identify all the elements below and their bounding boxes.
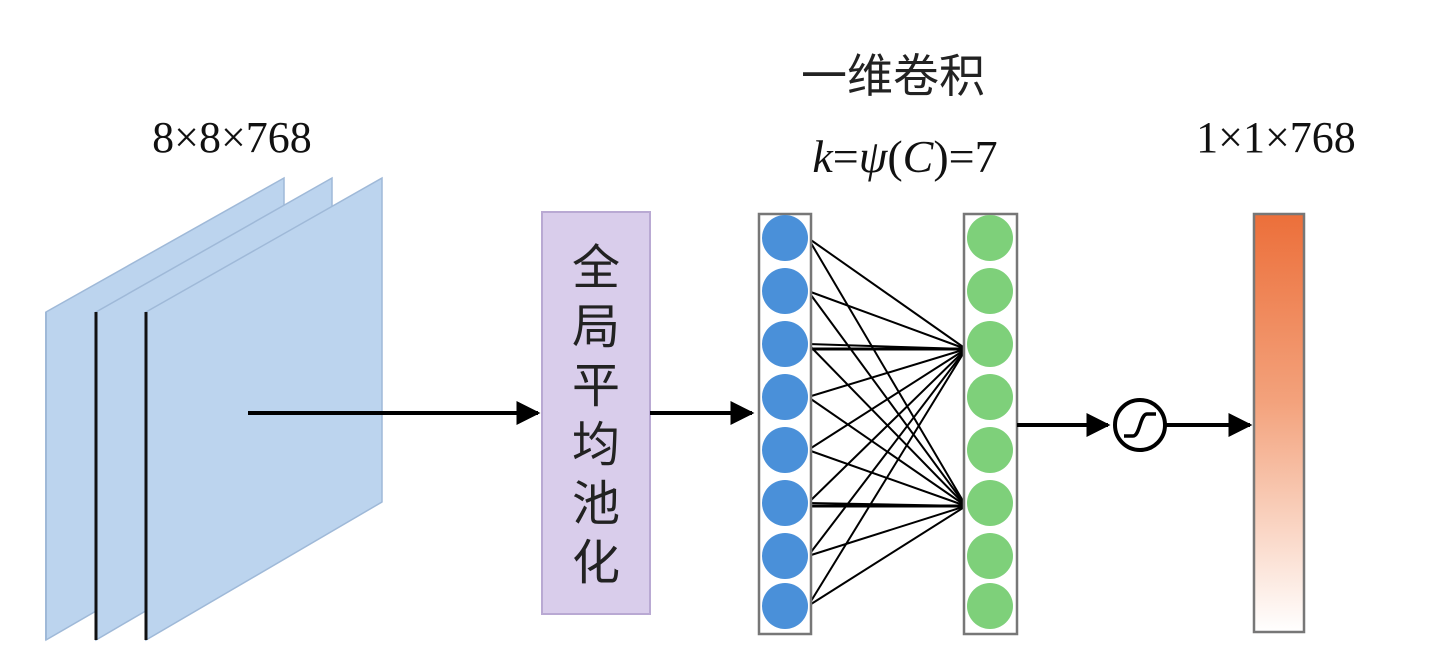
conv-connection-line — [807, 505, 967, 607]
output-neuron — [967, 374, 1013, 420]
gap-block: 全 局 平 均 池 化 — [541, 211, 651, 615]
formula-psi: ψ — [859, 131, 889, 182]
input-neuron — [762, 374, 808, 420]
output-neuron-column — [962, 212, 1019, 636]
conv-connection-line — [807, 237, 967, 350]
output-neuron — [967, 215, 1013, 261]
output-neuron — [967, 268, 1013, 314]
conv-connections — [807, 237, 967, 607]
conv-connection-line — [807, 505, 967, 557]
formula-paren: ( — [887, 131, 902, 182]
gap-char-6: 化 — [572, 535, 620, 591]
conv-connection-line — [807, 348, 967, 607]
input-neuron — [762, 533, 808, 579]
kernel-formula: k=ψ(C)=7 — [812, 131, 997, 182]
gap-char-5: 池 — [572, 476, 620, 532]
input-neuron — [762, 480, 808, 526]
conv-connection-line — [807, 348, 967, 451]
conv-connection-line — [807, 348, 967, 398]
sigmoid-icon — [1113, 398, 1167, 452]
formula-result: )=7 — [933, 131, 997, 182]
gap-char-4: 均 — [572, 417, 620, 473]
conv-title: 一维卷积 — [801, 49, 985, 103]
formula-c: C — [903, 131, 935, 182]
formula-eq: = — [833, 131, 859, 182]
input-neuron — [762, 583, 808, 629]
input-neuron — [762, 427, 808, 473]
feature-map-stack — [45, 176, 383, 642]
formula-k: k — [812, 131, 834, 182]
output-neuron — [967, 321, 1013, 367]
input-dims-label: 8×8×768 — [152, 113, 312, 162]
output-neuron — [967, 533, 1013, 579]
input-neuron — [762, 215, 808, 261]
conv-connection-line — [807, 348, 967, 504]
gap-char-1: 全 — [572, 240, 620, 296]
output-weight-bar — [1252, 212, 1306, 634]
conv-connection-line — [807, 290, 967, 350]
output-dims-label: 1×1×768 — [1196, 113, 1356, 162]
gap-char-3: 平 — [572, 358, 620, 414]
input-neuron-column — [757, 212, 813, 636]
output-neuron — [967, 480, 1013, 526]
input-neuron — [762, 268, 808, 314]
output-neuron — [967, 427, 1013, 473]
input-neuron — [762, 321, 808, 367]
gap-char-2: 局 — [572, 299, 620, 355]
gap-box — [541, 211, 651, 615]
output-neuron — [967, 583, 1013, 629]
conv-connection-line — [807, 348, 967, 557]
